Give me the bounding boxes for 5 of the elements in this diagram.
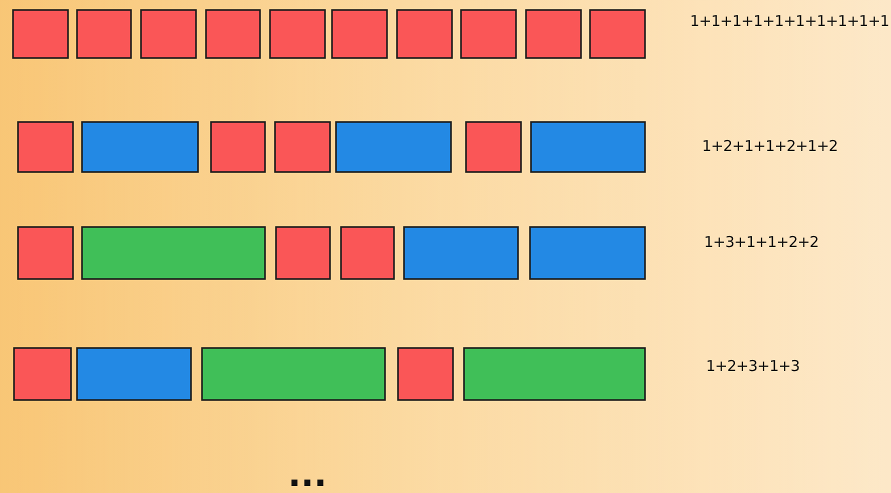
sum-label: 1+2+1+1+2+1+2 [702, 137, 838, 155]
ellipsis: ... [288, 458, 327, 492]
sum-label: 1+3+1+1+2+2 [704, 233, 819, 251]
sum-label: 1+2+3+1+3 [706, 357, 800, 375]
sum-label: 1+1+1+1+1+1+1+1+1+1 [690, 12, 890, 30]
